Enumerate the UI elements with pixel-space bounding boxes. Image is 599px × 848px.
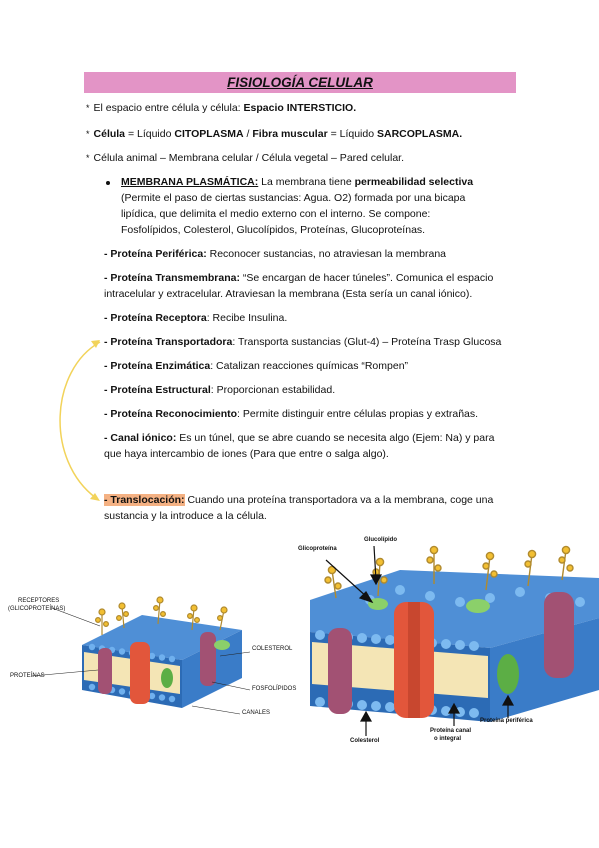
translocacion-highlight: - Translocación: [104, 494, 185, 506]
membrana-heading: MEMBRANA PLASMÁTICA: [121, 176, 259, 188]
label-proteina-canal: Proteína canal [430, 728, 472, 734]
line-intersticio: *El espacio entre célula y célula: Espac… [86, 102, 357, 114]
asterisk-icon: * [86, 129, 90, 139]
label-integral: o integral [434, 736, 462, 742]
asterisk-icon: * [86, 103, 90, 113]
label-colesterol-left: COLESTEROL [252, 646, 293, 652]
label-fosfolipidos: FOSFOLÍPIDOS [252, 686, 297, 692]
item-periferica: - Proteína Periférica: Reconocer sustanc… [104, 248, 446, 260]
label-proteinas: PROTEÍNAS [10, 673, 45, 679]
item-transportadora: - Proteína Transportadora: Transporta su… [104, 336, 502, 348]
label-glicoproteinas: (GLICOPROTEÍNAS) [8, 606, 66, 612]
membrana-block: MEMBRANA PLASMÁTICA: La membrana tiene p… [121, 176, 474, 236]
label-glucolipido: Glucolípido [364, 537, 397, 543]
label-glicoproteina: Glicoproteína [298, 546, 337, 552]
item-transmembrana: - Proteína Transmembrana: “Se encargan d… [104, 272, 494, 300]
title-bar: FISIOLOGÍA CELULAR [84, 72, 516, 93]
membrane-diagram-left [31, 596, 251, 715]
page-title: FISIOLOGÍA CELULAR [227, 75, 373, 90]
label-colesterol-right: Colesterol [350, 738, 380, 744]
label-receptores: RECEPTORES [18, 598, 60, 604]
bullet-icon [106, 181, 110, 185]
item-canal-ionico: - Canal iónico: Es un túnel, que se abre… [104, 432, 495, 460]
asterisk-icon: * [86, 153, 90, 163]
item-translocacion: - Translocación: Cuando una proteína tra… [104, 494, 494, 522]
item-reconocimiento: - Proteína Reconocimiento: Permite disti… [104, 408, 479, 420]
item-receptora: - Proteína Receptora: Recibe Insulina. [104, 312, 288, 324]
label-canales: CANALES [242, 710, 271, 716]
membrane-diagram-right [310, 545, 599, 736]
item-estructural: - Proteína Estructural: Proporcionan est… [104, 384, 336, 396]
label-proteina-periferica: Proteína periférica [480, 718, 533, 724]
item-enzimatica: - Proteína Enzimática: Catalizan reaccio… [104, 360, 409, 372]
line-celula-animal: *Célula animal – Membrana celular / Célu… [86, 152, 405, 164]
line-citoplasma: *Célula = Líquido CITOPLASMA / Fibra mus… [86, 128, 463, 140]
